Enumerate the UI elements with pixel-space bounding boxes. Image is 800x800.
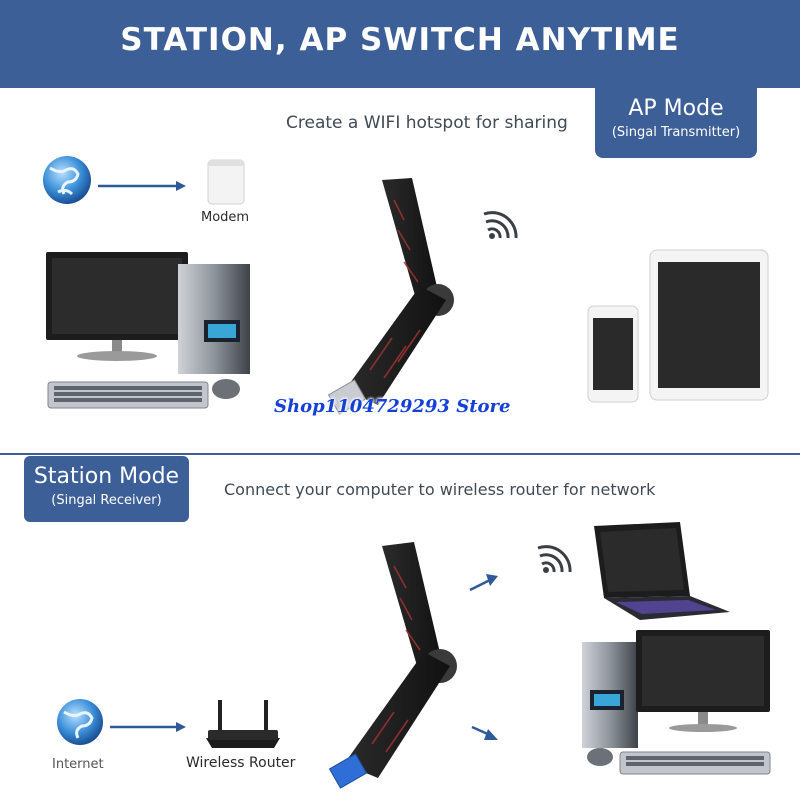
station-mode-subtitle: (Singal Receiver)	[51, 493, 162, 508]
station-mode-title: Station Mode	[33, 464, 180, 489]
store-watermark: Shop1104729293 Store	[274, 396, 511, 417]
ap-mode-subtitle: (Singal Transmitter)	[611, 125, 741, 140]
smartphone-icon	[587, 305, 639, 403]
usb-adapter-icon	[328, 542, 457, 789]
tablet-icon	[649, 249, 769, 401]
arrow-icon	[471, 725, 498, 740]
laptop-icon	[594, 522, 730, 620]
modem-icon	[207, 159, 245, 205]
ap-caption: Create a WIFI hotspot for sharing	[286, 113, 568, 133]
wifi-icon	[537, 545, 572, 573]
arrow-icon	[110, 722, 186, 732]
banner-title: STATION, AP SWITCH ANYTIME	[120, 22, 680, 58]
ap-mode-title: AP Mode	[628, 96, 724, 121]
arrow-icon	[469, 574, 498, 592]
usb-adapter-icon	[327, 178, 454, 415]
arrow-icon	[98, 181, 186, 191]
modem-label: Modem	[201, 210, 250, 225]
desktop-computer-icon	[46, 252, 250, 409]
wifi-icon	[483, 211, 518, 239]
router-icon	[206, 700, 280, 748]
desktop-computer-icon	[582, 630, 771, 775]
header-banner: STATION, AP SWITCH ANYTIME	[0, 0, 800, 88]
station-caption: Connect your computer to wireless router…	[224, 480, 656, 499]
section-divider	[0, 453, 800, 455]
wireless-router-label: Wireless Router	[186, 755, 296, 771]
globe-icon	[57, 699, 103, 745]
internet-label: Internet	[52, 757, 104, 772]
ap-mode-badge: AP Mode (Singal Transmitter)	[595, 88, 757, 158]
station-mode-badge: Station Mode (Singal Receiver)	[24, 456, 189, 522]
globe-icon	[43, 156, 91, 204]
